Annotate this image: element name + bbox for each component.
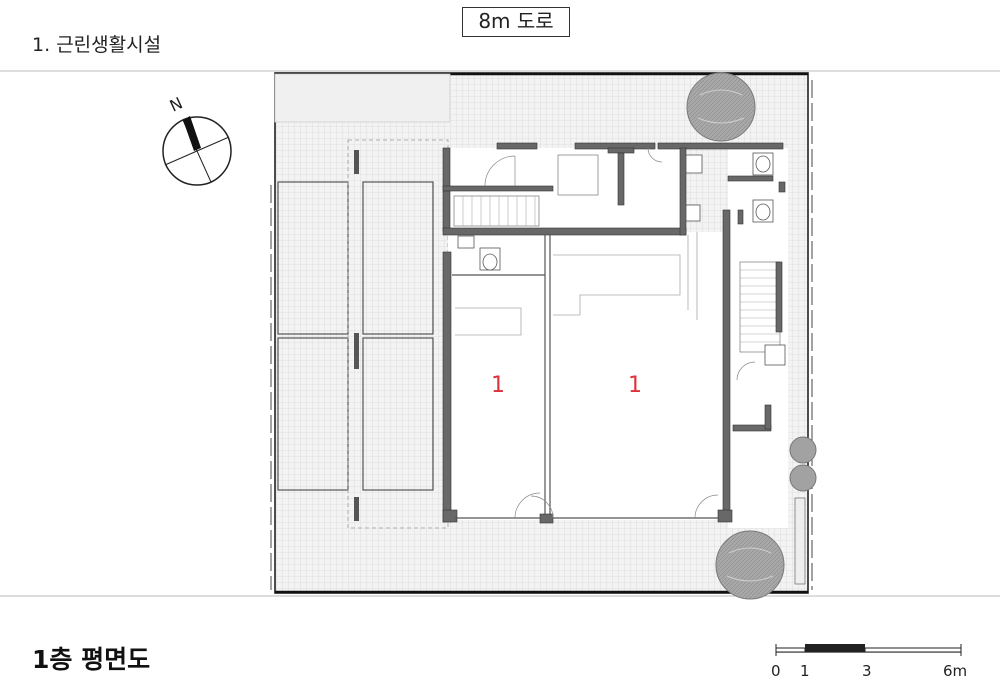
scale-label-1: 1 bbox=[800, 662, 810, 680]
counter-outline bbox=[455, 232, 698, 336]
scale-label-3: 3 bbox=[862, 662, 872, 680]
pilotis-column bbox=[354, 150, 359, 174]
parking-bay bbox=[277, 337, 349, 491]
parking-bay bbox=[362, 181, 434, 335]
compass-needle-icon bbox=[183, 116, 201, 151]
trees bbox=[686, 72, 817, 600]
scale-label-6m: 6m bbox=[943, 662, 968, 680]
stair-upper bbox=[453, 154, 599, 227]
tree-large-top bbox=[686, 72, 756, 142]
compass-north-label: N bbox=[167, 93, 186, 115]
tree-large-bottom bbox=[715, 530, 785, 600]
scale-label-0: 0 bbox=[771, 662, 781, 680]
compass: N bbox=[162, 93, 232, 186]
parking-area bbox=[277, 139, 449, 529]
tree-small bbox=[789, 464, 817, 492]
legend-text: 1. 근린생활시설 bbox=[32, 30, 161, 57]
road-label: 8m 도로 bbox=[462, 7, 570, 37]
walls bbox=[442, 142, 786, 524]
parking-bay bbox=[277, 181, 349, 335]
pilotis-column bbox=[354, 333, 359, 369]
scale-bar bbox=[775, 644, 962, 656]
legend-use: 근린생활시설 bbox=[56, 34, 162, 56]
plan-title: 1층 평면도 bbox=[32, 645, 151, 674]
door-swings bbox=[484, 147, 756, 519]
planter bbox=[794, 497, 806, 585]
tree-small bbox=[789, 436, 817, 464]
toilet-fixtures bbox=[457, 152, 786, 366]
legend-number: 1. bbox=[32, 34, 51, 56]
unit-label-right: 1 bbox=[628, 373, 642, 398]
entry-zone bbox=[274, 73, 451, 123]
partitions bbox=[452, 235, 718, 519]
parking-bay bbox=[362, 337, 434, 491]
pilotis-column bbox=[354, 497, 359, 521]
unit-label-left: 1 bbox=[491, 373, 505, 398]
building bbox=[442, 142, 788, 528]
